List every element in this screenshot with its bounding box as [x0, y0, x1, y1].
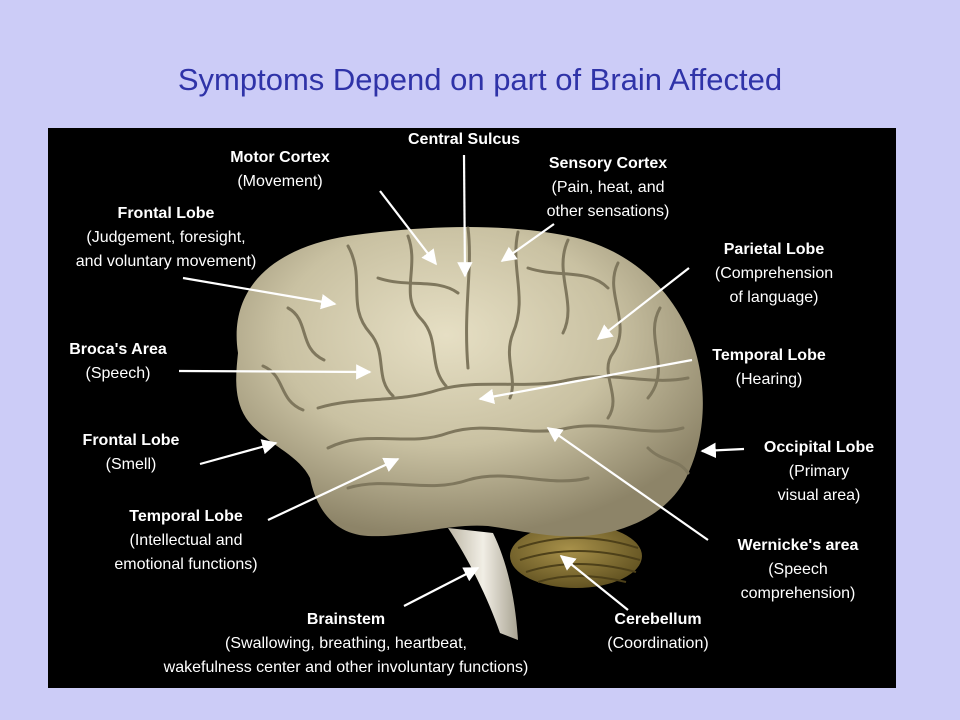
- arrow-cerebellum: [559, 555, 629, 611]
- parietal-lobe-desc-1: (Comprehension: [714, 265, 834, 282]
- label-occipital-lobe: Occipital Lobe (Primary visual area): [736, 436, 896, 508]
- sensory-cortex-name: Sensory Cortex: [548, 155, 668, 172]
- arrow-parietal-lobe: [596, 267, 690, 340]
- parietal-lobe-desc-2: of language): [729, 289, 819, 306]
- frontal-lobe-smell-name: Frontal Lobe: [82, 432, 180, 449]
- label-central-sulcus: Central Sulcus: [364, 128, 564, 152]
- label-wernickes-area: Wernicke's area (Speech comprehension): [708, 534, 888, 606]
- brain-illustration: [178, 154, 745, 640]
- cerebellum-name: Cerebellum: [614, 611, 702, 628]
- arrow-brocas-area: [178, 364, 372, 380]
- label-motor-cortex: Motor Cortex (Movement): [200, 146, 360, 194]
- arrow-brainstem: [403, 567, 480, 607]
- motor-cortex-desc: (Movement): [237, 173, 323, 190]
- brocas-area-desc: (Speech): [85, 365, 151, 382]
- brain-folds: [261, 226, 690, 490]
- frontal-lobe-judgement-name: Frontal Lobe: [117, 205, 215, 222]
- arrow-motor-cortex: [379, 190, 437, 266]
- frontal-lobe-judgement-desc-1: (Judgement, foresight,: [86, 229, 246, 246]
- temporal-lobe-intellect-desc-2: emotional functions): [114, 556, 258, 573]
- brainstem-desc-2: wakefulness center and other involuntary…: [163, 659, 529, 676]
- sensory-cortex-desc-1: (Pain, heat, and: [551, 179, 665, 196]
- arrow-frontal-lobe-smell: [199, 439, 278, 466]
- arrow-occipital-lobe: [700, 442, 745, 459]
- arrow-temporal-lobe-hearing: [478, 358, 693, 405]
- pointer-arrows: [178, 154, 745, 611]
- label-brainstem: Brainstem (Swallowing, breathing, heartb…: [104, 608, 588, 680]
- brain-diagram: Central Sulcus Motor Cortex (Movement) S…: [48, 128, 896, 688]
- occipital-lobe-desc-1: (Primary: [788, 463, 850, 480]
- temporal-lobe-hearing-desc: (Hearing): [735, 371, 803, 388]
- frontal-lobe-smell-desc: (Smell): [105, 456, 157, 473]
- temporal-lobe-intellect-desc-1: (Intellectual and: [129, 532, 243, 549]
- frontal-lobe-judgement-desc-2: and voluntary movement): [75, 253, 257, 270]
- wernickes-area-desc-2: comprehension): [740, 585, 856, 602]
- label-sensory-cortex: Sensory Cortex (Pain, heat, and other se…: [508, 152, 708, 224]
- arrow-sensory-cortex: [500, 223, 555, 262]
- label-frontal-lobe-judgement: Frontal Lobe (Judgement, foresight, and …: [50, 202, 282, 274]
- brainstem-shape: [448, 528, 518, 640]
- motor-cortex-name: Motor Cortex: [230, 149, 330, 166]
- label-brocas-area: Broca's Area (Speech): [58, 338, 178, 386]
- cerebellum-desc: (Coordination): [607, 635, 709, 652]
- brainstem-desc-1: (Swallowing, breathing, heartbeat,: [225, 635, 467, 652]
- arrow-wernickes-area: [546, 427, 709, 541]
- arrow-temporal-lobe-intellect: [267, 457, 400, 521]
- slide-title: Symptoms Depend on part of Brain Affecte…: [177, 62, 783, 97]
- occipital-lobe-name: Occipital Lobe: [763, 439, 875, 456]
- cerebrum-shape: [236, 226, 703, 537]
- arrow-central-sulcus: [457, 154, 473, 278]
- wernickes-area-desc-1: (Speech: [768, 561, 828, 578]
- sensory-cortex-desc-2: other sensations): [546, 203, 670, 220]
- label-parietal-lobe: Parietal Lobe (Comprehension of language…: [684, 238, 864, 310]
- arrow-frontal-lobe-judgement: [182, 276, 337, 310]
- label-frontal-lobe-smell: Frontal Lobe (Smell): [68, 429, 194, 477]
- brainstem-name: Brainstem: [306, 611, 386, 628]
- brocas-area-name: Broca's Area: [69, 341, 167, 358]
- wernickes-area-name: Wernicke's area: [737, 537, 859, 554]
- label-temporal-lobe-hearing: Temporal Lobe (Hearing): [684, 344, 854, 392]
- central-sulcus-name: Central Sulcus: [407, 131, 521, 148]
- temporal-lobe-hearing-name: Temporal Lobe: [712, 347, 826, 364]
- occipital-lobe-desc-2: visual area): [777, 487, 861, 504]
- parietal-lobe-name: Parietal Lobe: [723, 241, 825, 258]
- label-temporal-lobe-intellect: Temporal Lobe (Intellectual and emotiona…: [86, 505, 286, 577]
- temporal-lobe-intellect-name: Temporal Lobe: [129, 508, 243, 525]
- label-cerebellum: Cerebellum (Coordination): [588, 608, 728, 656]
